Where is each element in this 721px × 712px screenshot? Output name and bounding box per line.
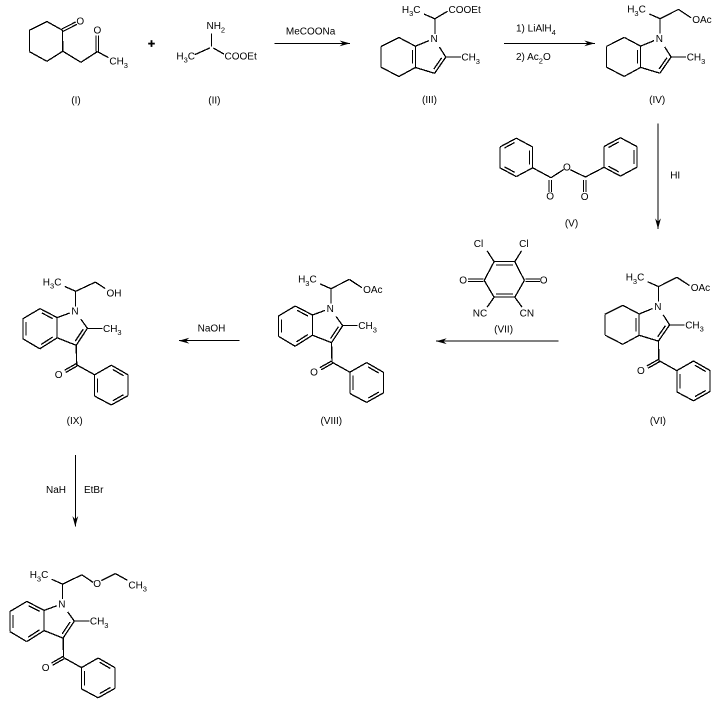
svg-text:H: H bbox=[627, 5, 634, 16]
svg-text:MeCOONa: MeCOONa bbox=[286, 26, 336, 37]
svg-text:CH: CH bbox=[687, 53, 701, 64]
svg-text:N: N bbox=[656, 34, 663, 45]
svg-text:3: 3 bbox=[124, 61, 128, 70]
svg-text:H: H bbox=[176, 51, 183, 62]
svg-text:N: N bbox=[430, 34, 437, 45]
svg-text:NaH: NaH bbox=[46, 485, 66, 496]
svg-text:C: C bbox=[41, 570, 48, 581]
svg-text:3: 3 bbox=[143, 585, 147, 594]
svg-text:NH: NH bbox=[206, 21, 220, 32]
svg-text:O: O bbox=[546, 192, 554, 203]
svg-text:(V): (V) bbox=[565, 219, 578, 230]
svg-text:3: 3 bbox=[373, 326, 377, 335]
svg-text:H: H bbox=[626, 273, 633, 284]
svg-text:O: O bbox=[459, 276, 467, 287]
svg-text:CH: CH bbox=[103, 324, 117, 335]
svg-text:N: N bbox=[58, 599, 65, 610]
svg-text:3: 3 bbox=[700, 325, 704, 334]
svg-text:2) Ac: 2) Ac bbox=[516, 52, 539, 63]
svg-text:O: O bbox=[76, 16, 84, 27]
svg-text:(II): (II) bbox=[208, 96, 220, 107]
svg-text:(VI): (VI) bbox=[650, 416, 666, 427]
svg-text:OAc: OAc bbox=[692, 15, 711, 26]
svg-text:O: O bbox=[540, 276, 548, 287]
svg-text:O: O bbox=[94, 26, 102, 37]
svg-text:(IV): (IV) bbox=[649, 95, 665, 106]
svg-text:CH: CH bbox=[109, 57, 123, 68]
svg-text:N: N bbox=[71, 307, 78, 318]
svg-text:O: O bbox=[42, 663, 50, 674]
svg-text:H: H bbox=[30, 570, 37, 581]
svg-text:(III): (III) bbox=[422, 95, 437, 106]
svg-text:C: C bbox=[637, 273, 644, 284]
svg-text:C: C bbox=[188, 51, 195, 62]
svg-text:NaOH: NaOH bbox=[198, 324, 226, 335]
svg-text:2: 2 bbox=[221, 26, 225, 35]
svg-text:O: O bbox=[637, 366, 645, 377]
svg-text:O: O bbox=[93, 579, 101, 590]
svg-text:C: C bbox=[310, 275, 317, 286]
svg-text:Cl: Cl bbox=[519, 239, 528, 250]
svg-text:O: O bbox=[543, 52, 551, 63]
svg-text:OAc: OAc bbox=[691, 283, 710, 294]
svg-text:O: O bbox=[310, 368, 318, 379]
svg-text:CH: CH bbox=[128, 580, 142, 591]
svg-text:O: O bbox=[563, 162, 571, 173]
svg-text:3: 3 bbox=[476, 57, 480, 66]
svg-text:HI: HI bbox=[670, 171, 680, 182]
svg-text:EtBr: EtBr bbox=[84, 485, 104, 496]
svg-text:(I): (I) bbox=[71, 96, 80, 107]
svg-text:CH: CH bbox=[685, 320, 699, 331]
svg-text:(VIII): (VIII) bbox=[320, 416, 342, 427]
svg-text:COOEt: COOEt bbox=[449, 5, 481, 16]
svg-text:C: C bbox=[639, 5, 646, 16]
svg-text:CH: CH bbox=[90, 617, 104, 628]
svg-text:3: 3 bbox=[104, 621, 108, 630]
svg-text:NC: NC bbox=[473, 308, 487, 319]
svg-text:OAc: OAc bbox=[363, 285, 382, 296]
svg-text:O: O bbox=[55, 370, 63, 381]
svg-text:COOEt: COOEt bbox=[225, 51, 257, 62]
svg-text:(IX): (IX) bbox=[67, 416, 83, 427]
svg-text:H: H bbox=[402, 5, 409, 16]
svg-text:N: N bbox=[654, 302, 661, 313]
svg-text:O: O bbox=[581, 192, 589, 203]
svg-text:Cl: Cl bbox=[474, 239, 483, 250]
svg-text:OH: OH bbox=[107, 288, 122, 299]
svg-text:4: 4 bbox=[552, 28, 556, 37]
svg-text:N: N bbox=[327, 304, 334, 315]
svg-text:1) LiAlH: 1) LiAlH bbox=[516, 24, 552, 35]
svg-text:3: 3 bbox=[117, 328, 121, 337]
svg-text:CH: CH bbox=[461, 53, 475, 64]
svg-text:3: 3 bbox=[701, 57, 705, 66]
svg-text:C: C bbox=[54, 277, 61, 288]
svg-text:H: H bbox=[298, 275, 305, 286]
svg-text:C: C bbox=[413, 5, 420, 16]
svg-text:H: H bbox=[43, 277, 50, 288]
svg-text:CH: CH bbox=[358, 321, 372, 332]
svg-text:CN: CN bbox=[520, 308, 534, 319]
svg-text:(VII): (VII) bbox=[494, 325, 513, 336]
